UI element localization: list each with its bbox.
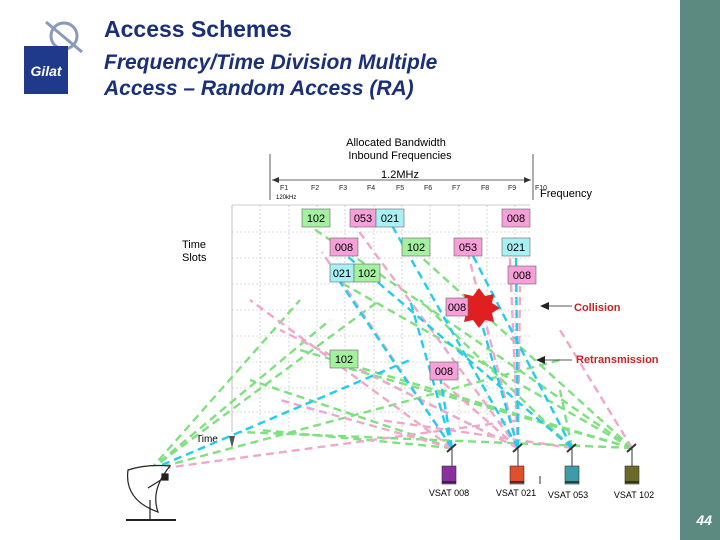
packets: 102 053 021 008 008 102 053 021 021 102 … <box>301 208 537 381</box>
carrier-label: F2 <box>311 185 319 192</box>
carrier-label: F4 <box>367 185 375 192</box>
packet-label: 008 <box>513 270 531 282</box>
page-number: 44 <box>696 512 712 528</box>
vsat-unit-icon <box>441 465 457 485</box>
vsat-terminal-008: VSAT 008 <box>429 443 469 498</box>
retransmission-label: Retransmission <box>576 354 659 366</box>
packet-label: 008 <box>335 242 353 254</box>
carrier-label: F10 <box>535 185 547 192</box>
packet-label: 102 <box>307 213 325 225</box>
packet-box <box>501 208 531 228</box>
span-label: 1.2MHz <box>381 169 419 181</box>
carrier-label: F3 <box>339 185 347 192</box>
vsat-terminal-021: VSAT 021 <box>496 443 536 498</box>
subtitle-line-2: Access – Random Access (RA) <box>104 77 414 100</box>
collision-annotation: Collision <box>540 302 621 314</box>
packet-label: 102 <box>407 242 425 254</box>
vsat-label: VSAT 021 <box>496 488 536 498</box>
carrier-label: F9 <box>508 185 516 192</box>
packet-label: 008 <box>435 366 453 378</box>
vsat-label: VSAT 053 <box>548 490 588 500</box>
packet-label: 008 <box>507 213 525 225</box>
page-title: Access Schemes <box>104 16 292 42</box>
hub-dish-icon <box>126 464 176 521</box>
side-band <box>680 0 720 540</box>
carrier-label: F7 <box>452 185 460 192</box>
packet-label: 102 <box>335 354 353 366</box>
packet-label: 008 <box>448 302 466 314</box>
time-slots-label-2: Slots <box>182 252 207 264</box>
carrier-label: F8 <box>481 185 489 192</box>
packet-box <box>329 349 359 369</box>
packet-box <box>429 361 459 381</box>
retransmission-annotation: Retransmission <box>536 354 659 366</box>
packet-box <box>501 237 531 257</box>
packet-label: 021 <box>381 213 399 225</box>
time-axis-label: Time <box>196 434 218 445</box>
vsat-unit-icon <box>509 465 525 485</box>
logo-text: Gilat <box>30 63 62 79</box>
frequency-axis-label: Frequency <box>540 188 592 200</box>
packet-label: 021 <box>333 268 351 280</box>
time-slots-label-1: Time <box>182 239 206 251</box>
bandwidth-label-2: Inbound Frequencies <box>348 150 452 162</box>
packet-box <box>401 237 431 257</box>
collision-label: Collision <box>574 302 621 314</box>
connection-lines <box>149 221 634 472</box>
carrier-label: F6 <box>424 185 432 192</box>
carrier-label: F5 <box>396 185 404 192</box>
page-subtitle: Frequency/Time Division Multiple Access … <box>104 50 437 102</box>
vsat-terminal-053: VSAT 053 <box>539 443 588 500</box>
packet-label: 053 <box>459 242 477 254</box>
vsat-terminal-102: VSAT 102 <box>614 443 654 500</box>
packet-box <box>375 208 405 228</box>
vsat-label: VSAT 008 <box>429 488 469 498</box>
packet-box <box>453 237 483 257</box>
carrier-labels: F1 F2 F3 F4 F5 F6 F7 F8 F9 F10 <box>280 185 547 192</box>
vsat-label: VSAT 102 <box>614 490 654 500</box>
packet-label: 021 <box>507 242 525 254</box>
packet-box <box>301 208 331 228</box>
packet-label: 102 <box>358 268 376 280</box>
vsat-unit-icon <box>564 465 580 485</box>
packet-box <box>445 297 469 317</box>
packet-box <box>329 237 359 257</box>
gilat-logo: Gilat <box>24 20 83 94</box>
carrier-width-label: 120kHz <box>276 195 296 201</box>
carrier-label: F1 <box>280 185 288 192</box>
packet-label: 053 <box>354 213 372 225</box>
subtitle-line-1: Frequency/Time Division Multiple <box>104 51 438 74</box>
collision-burst <box>458 288 500 328</box>
packet-box <box>507 265 537 285</box>
packet-box <box>353 263 381 283</box>
vsat-unit-icon <box>624 465 640 485</box>
bandwidth-label-1: Allocated Bandwidth <box>346 137 446 149</box>
